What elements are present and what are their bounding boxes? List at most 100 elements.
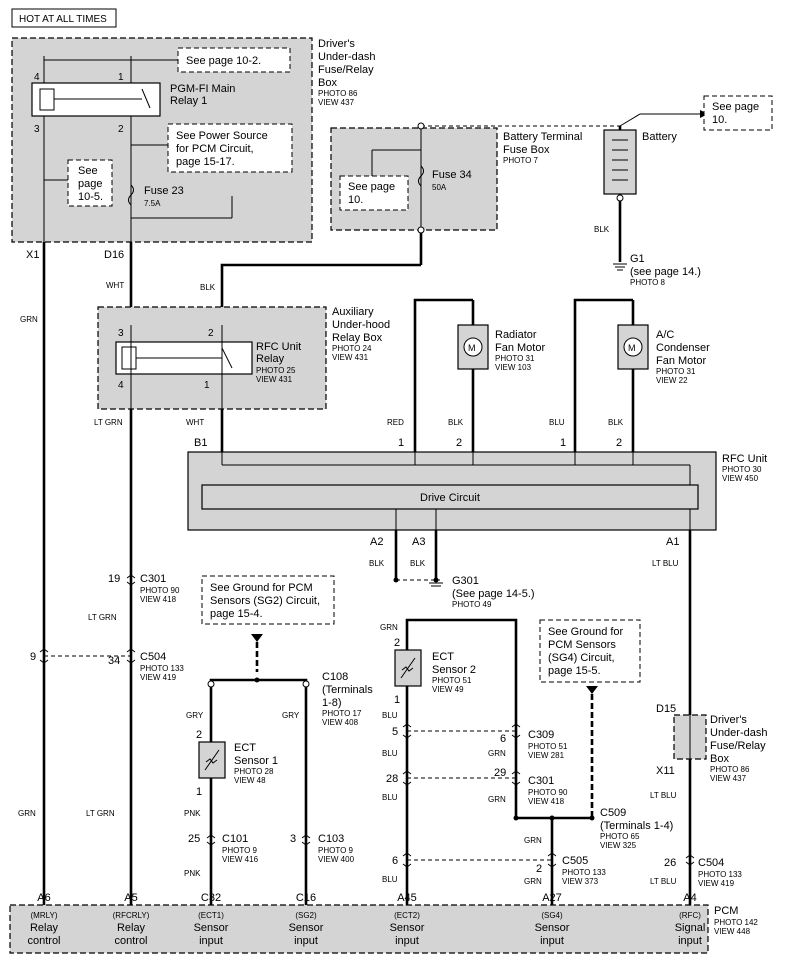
c108-label: C108 [322, 671, 348, 683]
pcm-pin-function: Relay [30, 922, 59, 934]
note-sg4-3: (SG4) Circuit, [548, 652, 615, 664]
ect1-photo: PHOTO 28 [234, 767, 274, 776]
wire-blk-battery: BLK [594, 225, 610, 234]
driver-box-label-2: Under-dash [318, 51, 375, 63]
wire-blu-3: BLU [382, 793, 398, 802]
note-page-10-b-2: 10. [712, 114, 727, 126]
wire-gry-sg2: GRY [282, 711, 300, 720]
rfc-pin-2a: 2 [456, 437, 462, 449]
pcm-label: PCM [714, 905, 738, 917]
c505-photo: PHOTO 133 [562, 868, 606, 877]
battery-terminal-fuse-box: Fuse 34 50A See page 10. [330, 127, 498, 231]
g1-note: (see page 14.) [630, 266, 701, 278]
driver-fuse-relay-box: See page 10-2. PGM-FI Main Relay 1 4 1 3… [11, 37, 313, 243]
rfc-pin-2b: 2 [616, 437, 622, 449]
pcm-pins: A6(MRLY)RelaycontrolA5(RFCRLY)Relaycontr… [27, 892, 705, 947]
ect2-label-2: Sensor 2 [432, 664, 476, 676]
c103-view: VIEW 400 [318, 855, 355, 864]
driver-box-view: VIEW 437 [318, 98, 355, 107]
pcm-signal-name: (ECT1) [198, 911, 224, 920]
note-sg4-2: PCM Sensors [548, 639, 616, 651]
c504-view: VIEW 419 [140, 673, 177, 682]
note-page-10-5-2: page [78, 178, 102, 190]
c101-photo: PHOTO 9 [222, 846, 258, 855]
c504-pin-left: 9 [30, 651, 36, 663]
pcm-pin-c16: C16 [296, 892, 316, 904]
c509-label: C509 [600, 807, 626, 819]
c505-label: C505 [562, 855, 588, 867]
rad-motor-photo: PHOTO 31 [495, 354, 535, 363]
battery-fuse-box-label-2: Fuse Box [503, 144, 550, 156]
pcm-pin-function: input [678, 935, 702, 947]
note-page-10-a-1: See page [348, 181, 395, 193]
c301b-pin-left: 28 [386, 773, 398, 785]
c301b-photo: PHOTO 90 [528, 788, 568, 797]
terminal-a3: A3 [412, 536, 425, 548]
rfc-relay-pin-2: 2 [208, 328, 214, 339]
pcm-pin-function: input [395, 935, 419, 947]
wire-blk-a2: BLK [369, 559, 385, 568]
g301-label: G301 [452, 575, 479, 587]
pcm-box [9, 904, 709, 954]
terminal-a1: A1 [666, 536, 679, 548]
c509-terminals: (Terminals 1-4) [600, 820, 673, 832]
pcm-pin-a5: A5 [124, 892, 137, 904]
ect2-photo: PHOTO 51 [432, 676, 472, 685]
wire-blk-a3: BLK [410, 559, 426, 568]
c309-view: VIEW 281 [528, 751, 565, 760]
g301-note: (See page 14-5.) [452, 588, 535, 600]
battery-icon [603, 129, 637, 195]
rad-motor-label-1: Radiator [495, 329, 537, 341]
wire-gry-ect1: GRY [186, 711, 204, 720]
header-label: HOT AT ALL TIMES [19, 14, 107, 25]
pcm-photo: PHOTO 142 [714, 918, 758, 927]
rad-motor-view: VIEW 103 [495, 363, 532, 372]
motor-icon [463, 337, 483, 357]
pcm-signal-name: (RFC) [679, 911, 701, 920]
note-page-10-5-1: See [78, 165, 98, 177]
c301-label: C301 [140, 573, 166, 585]
c505-view: VIEW 373 [562, 877, 599, 886]
c103-photo: PHOTO 9 [318, 846, 354, 855]
driver-box2-label-3: Fuse/Relay [710, 740, 766, 752]
c309-pin: 6 [500, 733, 506, 745]
pcm-pin-function: control [114, 935, 147, 947]
c504-label-2: C504 [698, 857, 724, 869]
c101-pin: 25 [188, 833, 200, 845]
wire-ltblu-low: LT BLU [650, 877, 677, 886]
c509-photo: PHOTO 65 [600, 832, 640, 841]
pcm-signal-name: (ECT2) [394, 911, 420, 920]
c309-label: C309 [528, 729, 554, 741]
pcm-pin-function: input [294, 935, 318, 947]
driver-box2-label-1: Driver's [710, 714, 747, 726]
wire-red: RED [387, 418, 404, 427]
pcm-pin-function: Sensor [194, 922, 229, 934]
driver-box2-label-4: Box [710, 753, 729, 765]
driver-box-label-4: Box [318, 77, 337, 89]
c309-pin-left: 5 [392, 726, 398, 738]
c108-view: VIEW 408 [322, 718, 359, 727]
c108-terminals-1: (Terminals [322, 684, 373, 696]
ect2-pin-2: 2 [394, 637, 400, 649]
header-box [11, 8, 117, 28]
c309-photo: PHOTO 51 [528, 742, 568, 751]
pcm-signal-name: (MRLY) [31, 911, 58, 920]
ect1-label-2: Sensor 1 [234, 755, 278, 767]
wire-blu-4: BLU [382, 875, 398, 884]
main-relay-pin-3: 3 [34, 124, 40, 135]
wire-ltgrn-low: LT GRN [86, 809, 115, 818]
battery-fuse-box-photo: PHOTO 7 [503, 156, 539, 165]
note-page-10-b-1: See page [712, 101, 759, 113]
ect1-label-1: ECT [234, 742, 256, 754]
c301b-pin: 29 [494, 767, 506, 779]
ac-motor-photo: PHOTO 31 [656, 367, 696, 376]
note-sg2-1: See Ground for PCM [210, 582, 313, 594]
g1-label: G1 [630, 253, 645, 265]
c108-photo: PHOTO 17 [322, 709, 362, 718]
driver-box2-view: VIEW 437 [710, 774, 747, 783]
rfc-unit-view: VIEW 450 [722, 474, 759, 483]
c301b-label: C301 [528, 775, 554, 787]
c103-label: C103 [318, 833, 344, 845]
ect1-pin-1: 1 [196, 786, 202, 798]
